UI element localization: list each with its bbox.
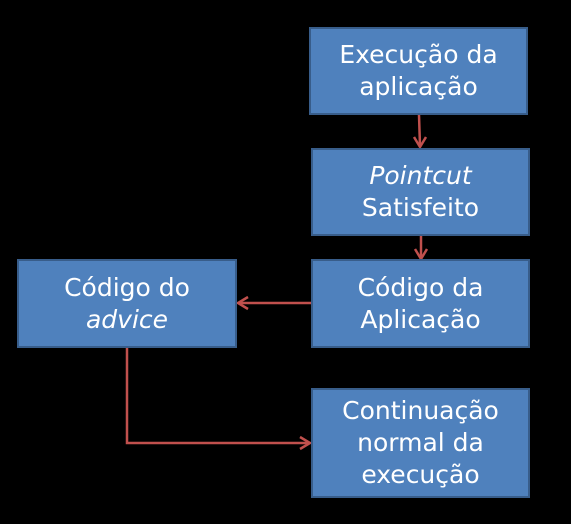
node-execucao-line-2: aplicação — [359, 72, 478, 101]
node-continuacao-line-2: normal da — [357, 428, 484, 457]
node-codigo-advice-line-2: advice — [85, 304, 169, 334]
arrow-execucao-to-pointcut — [412, 114, 428, 150]
node-pointcut-line-1: Pointcut — [369, 161, 472, 190]
node-continuacao-line-1: Continuação — [342, 396, 499, 425]
node-codigo-aplicacao-line-1: Código da — [357, 272, 484, 302]
node-execucao-aplicacao: Execução da aplicação — [309, 27, 528, 115]
node-codigo-advice-line-1: Código do — [64, 272, 190, 302]
node-codigo-aplicacao: Código da Aplicação — [311, 259, 530, 348]
arrow-advice-to-continuacao — [125, 348, 313, 451]
node-continuacao-line-3: execução — [361, 460, 480, 489]
node-pointcut-line-2: Satisfeito — [361, 193, 480, 222]
arrow-aplicacao-to-advice — [235, 295, 312, 311]
node-execucao-line-1: Execução da — [339, 40, 498, 69]
node-continuacao-execucao: Continuação normal da execução — [311, 388, 530, 498]
node-codigo-aplicacao-line-2: Aplicação — [360, 304, 481, 334]
arrow-pointcut-to-codigo-aplicacao — [413, 236, 429, 262]
node-pointcut-satisfeito: Pointcut Satisfeito — [311, 148, 530, 236]
node-codigo-advice: Código do advice — [17, 259, 237, 348]
